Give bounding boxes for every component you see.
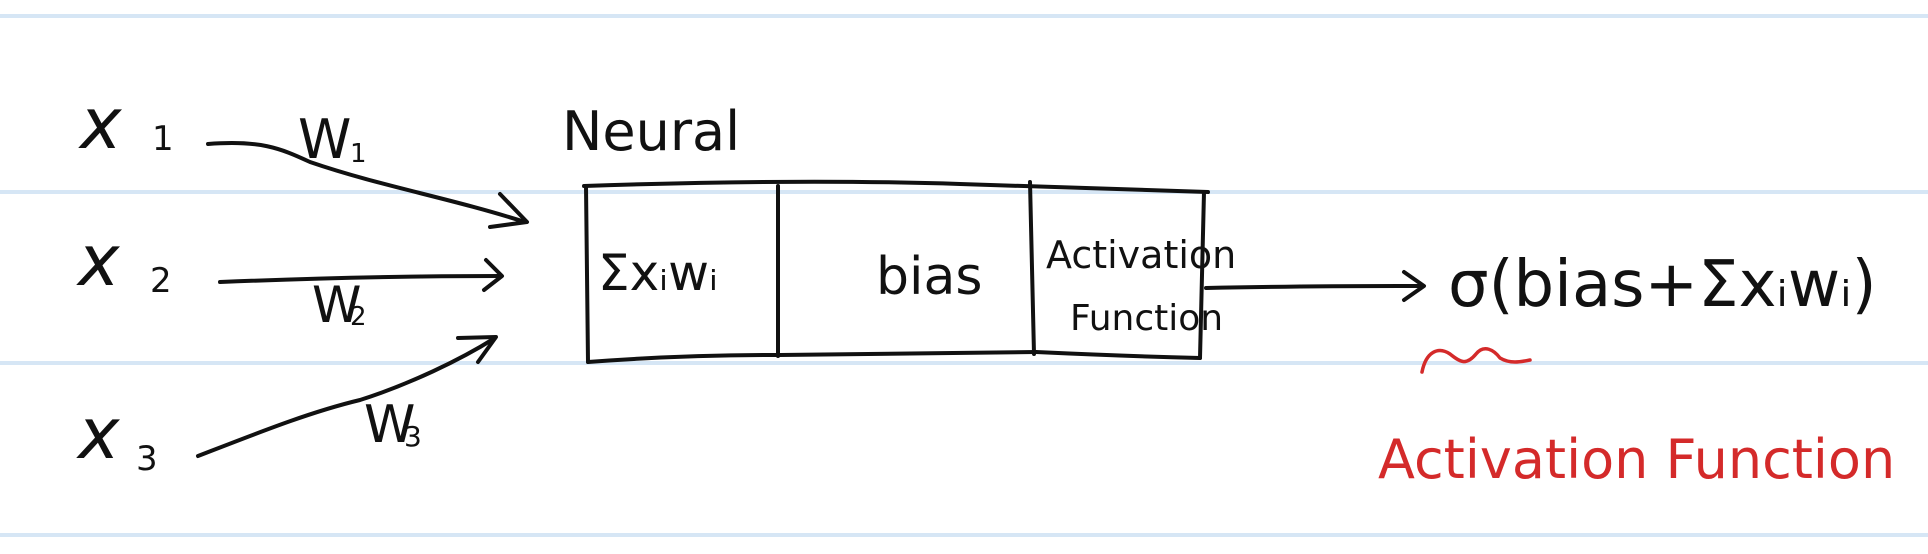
activation-function-annotation: Activation Function [1378,428,1895,491]
bias-cell-text: bias [876,247,982,307]
arrow-x1-to-neuron [206,140,529,229]
activation-cell-line1: Activation [1046,233,1236,277]
input-x2-subscript: 2 [150,261,172,301]
sigma-underline-squiggle [1420,347,1532,374]
activation-cell-line2: Function [1070,298,1223,339]
neuron-title: Neural [562,100,740,163]
neuron-box [582,179,1210,364]
weight-w1-label: W [298,108,351,171]
output-formula: σ(bias+Σxᵢwᵢ) [1448,248,1877,322]
arrow-neuron-to-output [1204,270,1426,302]
weight-w2: W 2 [312,276,367,334]
arrow-x3-to-neuron [196,335,498,458]
input-x3-subscript: 3 [136,439,158,479]
input-x1-subscript: 1 [152,119,174,159]
input-x3-label: x [76,393,120,475]
sum-cell-text: Σxᵢwᵢ [598,244,718,302]
weight-w1-subscript: 1 [350,139,367,169]
weight-w2-label: W [312,276,361,334]
weight-w3: W 3 [364,395,422,455]
input-x1: x 1 [78,83,174,165]
weight-w3-subscript: 3 [404,420,422,453]
input-x3: x 3 [76,393,158,479]
arrow-x2-to-neuron [218,258,504,292]
weight-w1: W 1 [298,108,367,171]
input-x2: x 2 [76,220,172,302]
ruled-lines [0,14,1928,537]
weight-w2-subscript: 2 [350,302,367,332]
input-x1-label: x [78,83,122,165]
input-x2-label: x [76,220,120,302]
weight-w3-label: W [364,395,415,455]
